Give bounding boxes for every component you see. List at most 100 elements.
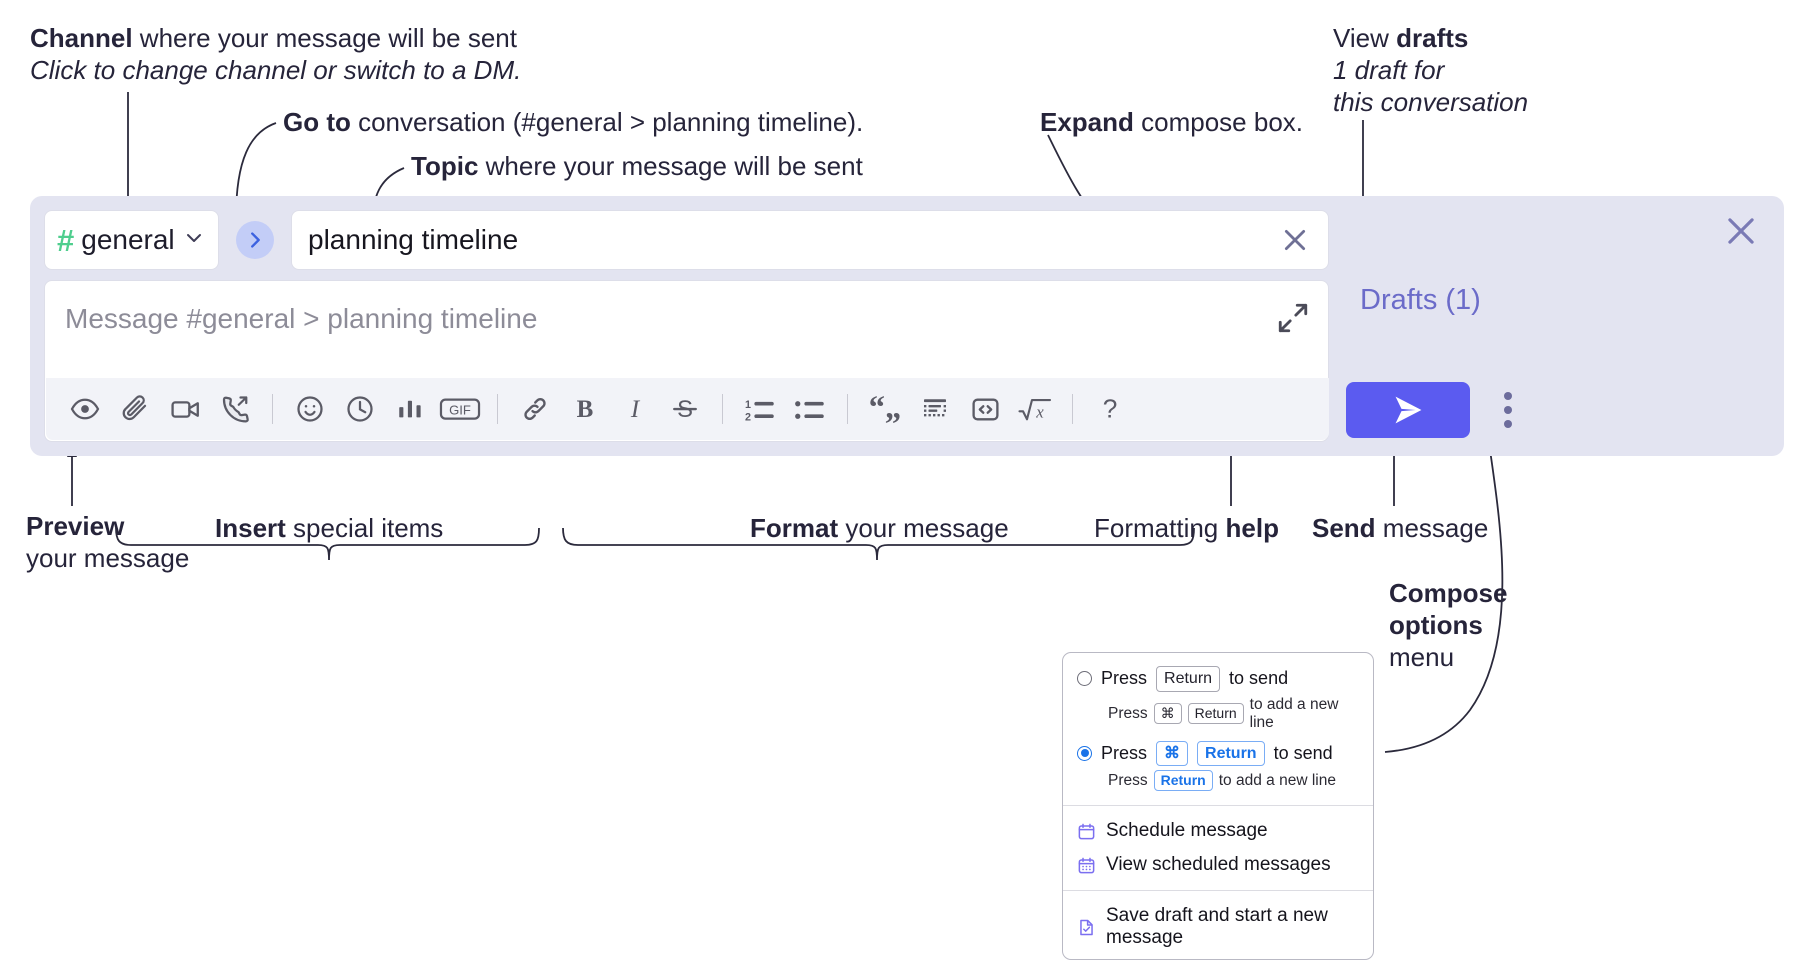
drafts-link[interactable]: Drafts (1) xyxy=(1360,284,1481,316)
chevron-right-icon xyxy=(251,232,260,248)
phone-forward-icon xyxy=(222,396,249,423)
key-command: ⌘ xyxy=(1153,703,1182,725)
emoji-icon xyxy=(297,396,323,422)
toolbar-separator xyxy=(497,394,498,424)
math-button[interactable]: x xyxy=(1010,385,1060,433)
bold-icon: B xyxy=(577,396,594,423)
file-check-icon xyxy=(1077,918,1096,937)
more-vertical-icon xyxy=(1504,406,1512,414)
link-button[interactable] xyxy=(510,385,560,433)
annotation-compose-options-bold1: Compose xyxy=(1389,578,1508,608)
channel-name: general xyxy=(81,224,175,255)
option-press-cmd-return-to-send[interactable]: Press ⌘ Return to send xyxy=(1063,738,1373,770)
bold-button[interactable]: B xyxy=(560,385,610,433)
bulleted-list-icon xyxy=(795,401,824,419)
italic-button[interactable]: I xyxy=(610,385,660,433)
annotation-channel-sub: Click to change channel or switch to a D… xyxy=(30,55,522,86)
go-to-conversation-button[interactable] xyxy=(236,221,274,259)
clear-topic-button[interactable] xyxy=(1278,223,1312,257)
svg-text:1: 1 xyxy=(745,399,751,411)
svg-text:I: I xyxy=(630,396,641,423)
toolbar-separator xyxy=(272,394,273,424)
annotation-insert: Insert special items xyxy=(215,512,443,544)
annotation-channel: Channel where your message will be sent … xyxy=(30,22,521,86)
annotation-preview: Preview your message xyxy=(26,510,189,574)
preview-icon xyxy=(70,398,100,420)
menu-item-view-scheduled-messages[interactable]: View scheduled messages xyxy=(1063,848,1373,882)
svg-text:GIF: GIF xyxy=(449,403,471,418)
compose-options-menu: Press Return to send Press ⌘ Return to a… xyxy=(1062,652,1374,960)
topic-value: planning timeline xyxy=(308,224,519,255)
annotation-format-bold: Format xyxy=(750,513,839,543)
clock-icon xyxy=(347,396,373,422)
annotation-channel-bold: Channel xyxy=(30,23,133,53)
code-block-button[interactable] xyxy=(910,385,960,433)
ordered-list-button[interactable]: 1 2 xyxy=(735,385,785,433)
annotation-insert-bold: Insert xyxy=(215,513,286,543)
preview-button[interactable] xyxy=(60,385,110,433)
close-compose-button[interactable] xyxy=(1722,212,1760,250)
link-icon xyxy=(524,397,546,421)
huddle-button[interactable] xyxy=(210,385,260,433)
key-command: ⌘ xyxy=(1156,740,1189,767)
code-snippet-button[interactable] xyxy=(960,385,1010,433)
sub-tail-label: to add a new line xyxy=(1218,771,1336,789)
option-press-label: Press xyxy=(1101,668,1148,689)
gif-button[interactable]: GIF xyxy=(435,385,485,433)
poll-button[interactable] xyxy=(385,385,435,433)
option-return-subtext: Press ⌘ Return to add a new line xyxy=(1063,695,1373,738)
svg-text:“„: “„ xyxy=(869,394,902,424)
ordered-list-icon: 1 2 xyxy=(745,399,774,423)
radio-cmd-return[interactable] xyxy=(1077,745,1092,761)
strikethrough-button[interactable]: S xyxy=(660,385,710,433)
menu-item-label: Schedule message xyxy=(1106,820,1268,842)
sub-press-label: Press xyxy=(1108,704,1148,722)
radio-return[interactable] xyxy=(1077,671,1092,687)
annotation-topic: Topic where your message will be sent xyxy=(411,150,863,182)
svg-text:B: B xyxy=(577,396,594,423)
help-icon: ? xyxy=(1103,394,1118,423)
annotation-drafts-sub1: 1 draft for xyxy=(1333,55,1445,86)
blockquote-button[interactable]: “„ xyxy=(860,385,910,433)
annotation-expand: Expand compose box. xyxy=(1040,106,1303,138)
gif-icon: GIF xyxy=(439,398,481,420)
annotation-send: Send message xyxy=(1312,512,1488,544)
annotation-compose-options-rest: menu xyxy=(1389,642,1455,673)
emoji-button[interactable] xyxy=(285,385,335,433)
formatting-help-button[interactable]: ? xyxy=(1085,385,1135,433)
attach-file-button[interactable] xyxy=(110,385,160,433)
annotation-preview-bold: Preview xyxy=(26,511,125,541)
more-vertical-icon xyxy=(1504,392,1512,400)
math-icon: x xyxy=(1018,398,1052,421)
toolbar-separator xyxy=(1072,394,1073,424)
annotation-compose-options: Compose options menu xyxy=(1389,577,1507,674)
bulleted-list-button[interactable] xyxy=(785,385,835,433)
topic-field[interactable]: planning timeline xyxy=(291,210,1329,270)
menu-divider xyxy=(1063,805,1373,807)
compose-options-button[interactable] xyxy=(1492,382,1524,438)
toolbar-separator xyxy=(722,394,723,424)
option-tosend-label: to send xyxy=(1273,742,1333,763)
bar-chart-icon xyxy=(399,400,421,418)
reminder-button[interactable] xyxy=(335,385,385,433)
record-video-button[interactable] xyxy=(160,385,210,433)
menu-item-label: View scheduled messages xyxy=(1106,854,1331,876)
annotation-format-rest: your message xyxy=(838,513,1009,543)
option-press-return-to-send[interactable]: Press Return to send xyxy=(1063,663,1373,695)
message-placeholder: Message #general > planning timeline xyxy=(65,303,538,334)
annotation-format: Format your message xyxy=(750,512,1009,544)
expand-compose-button[interactable] xyxy=(1276,301,1310,335)
annotation-goto-bold: Go to xyxy=(283,107,351,137)
sub-tail-label: to add a new line xyxy=(1249,695,1339,731)
menu-item-schedule-message[interactable]: Schedule message xyxy=(1063,814,1373,848)
message-input-box[interactable]: Message #general > planning timeline xyxy=(44,280,1329,442)
code-block-icon xyxy=(924,399,946,417)
annotation-help: Formatting help xyxy=(1094,512,1279,544)
menu-item-save-draft[interactable]: Save draft and start a new message xyxy=(1063,899,1373,955)
send-button[interactable] xyxy=(1346,382,1470,438)
option-cmd-return-subtext: Press Return to add a new line xyxy=(1063,769,1373,797)
italic-icon: I xyxy=(630,396,641,423)
option-tosend-label: to send xyxy=(1229,668,1289,689)
channel-picker[interactable]: # general xyxy=(44,210,219,270)
